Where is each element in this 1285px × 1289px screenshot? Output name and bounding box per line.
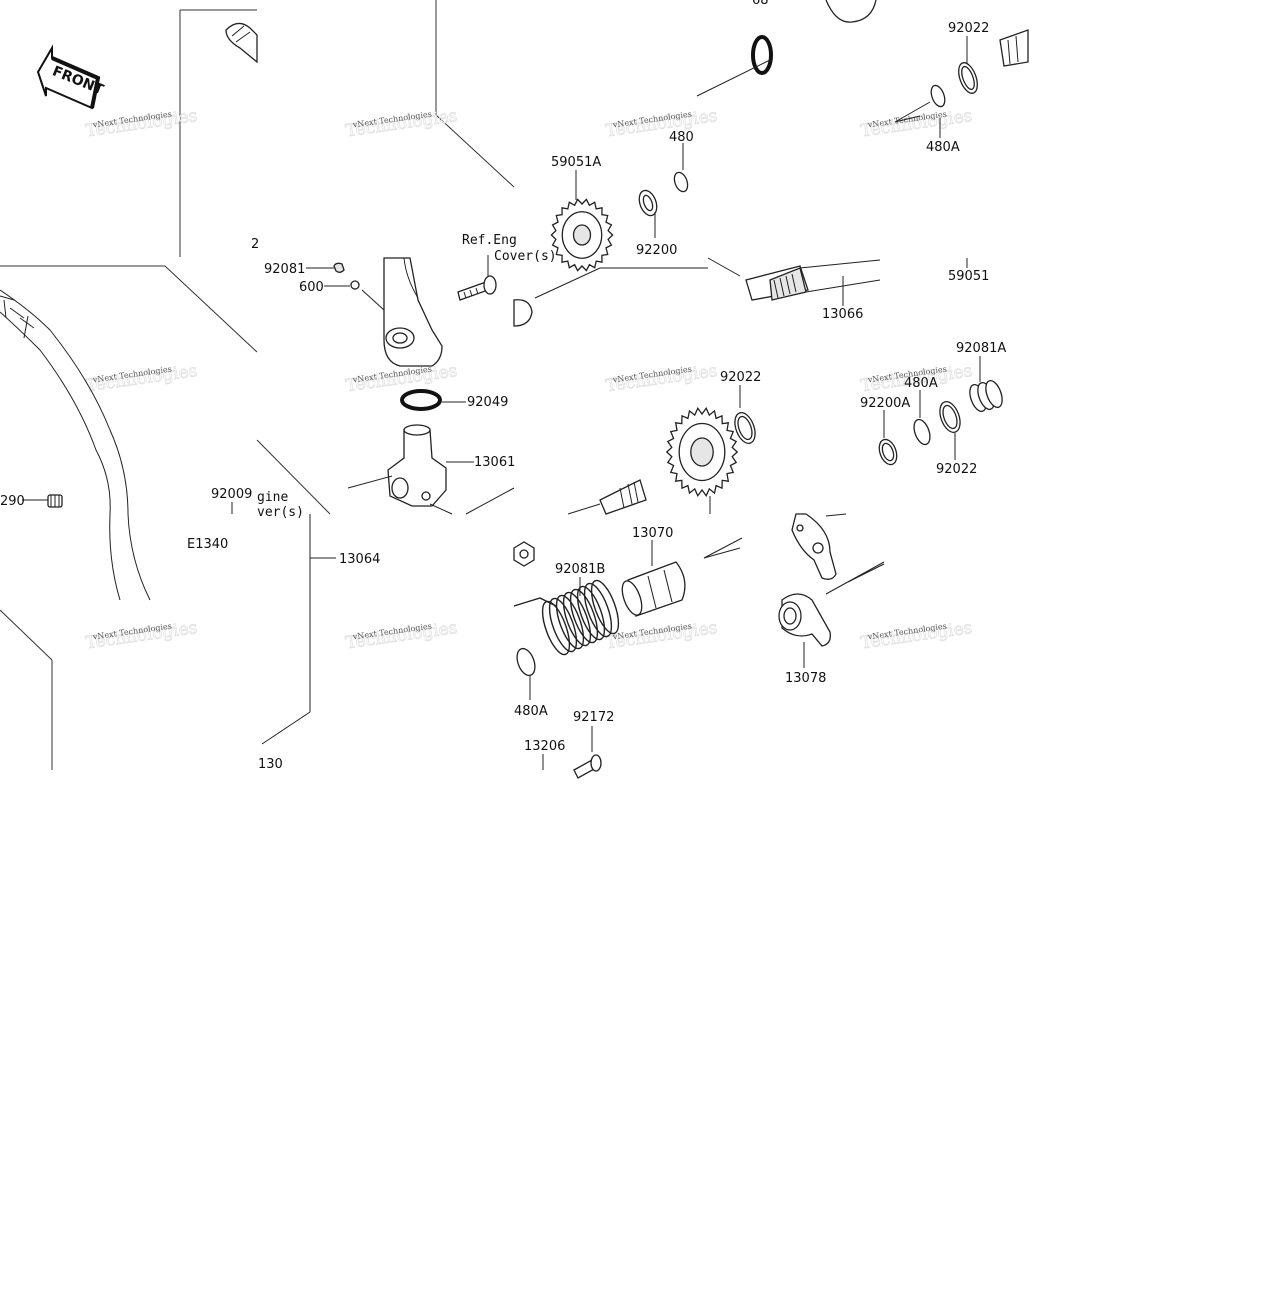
label-e1340: E1340: [187, 537, 228, 552]
label-290: 290: [0, 494, 25, 509]
label-13206: 13206: [524, 739, 565, 754]
label-480a-mid: 480A: [904, 376, 938, 391]
spring-coil: [583, 582, 613, 638]
front-direction-badge: FRONT: [36, 44, 106, 110]
nut-drawing: [513, 541, 535, 567]
washer-92200-drawing: [638, 189, 658, 217]
gear-59051a-drawing: [550, 198, 614, 272]
long-hose-drawing: [0, 289, 151, 601]
label-13066: 13066: [822, 307, 863, 322]
label-92081b: 92081B: [555, 562, 605, 577]
seal-top-drawing: [696, 35, 773, 97]
ref-engine-cover-line2: Cover(s): [494, 249, 557, 264]
label-92049: 92049: [467, 395, 508, 410]
label-92009: 92009: [211, 487, 252, 502]
ratchet-13078-drawing: [778, 513, 885, 647]
circlip-480a-mid-drawing: [913, 418, 931, 446]
spring-92081b-drawing: [513, 579, 620, 656]
label-59051a: 59051A: [551, 155, 601, 170]
label-92022-top: 92022: [948, 21, 989, 36]
label-92022-mid: 92022: [720, 370, 761, 385]
part-drawings: [0, 0, 1029, 779]
hose-top-left-drawing: [225, 22, 258, 64]
sleeve-13070-drawing: [621, 537, 743, 617]
shaft-13061-drawing: [387, 424, 447, 507]
ref-engine-left-line1: gine: [257, 490, 288, 505]
label-59051: 59051: [948, 269, 989, 284]
washer-92022-mid-drawing: [734, 412, 756, 444]
circlip-480a-top-drawing: [894, 84, 946, 123]
label-480: 480: [669, 130, 694, 145]
label-600: 600: [299, 280, 324, 295]
label-92081a: 92081A: [956, 341, 1006, 356]
label-92081: 92081: [264, 262, 305, 277]
gear-bore: [690, 437, 714, 467]
gear-middle-drawing: [665, 407, 739, 497]
shaft-stub-drawing: [513, 267, 708, 327]
bolt-92172-drawing: [573, 754, 602, 779]
leader-lines: [22, 36, 981, 770]
spring-coil: [590, 579, 620, 635]
spring-92081a-drawing: [969, 379, 1003, 413]
ref-engine-cover-line1: Ref.Eng: [462, 233, 517, 248]
part-labels: 92022 480 480A 59051A 92200 59051 13066 …: [0, 0, 1006, 772]
label-92172: 92172: [573, 710, 614, 725]
label-13061: 13061: [474, 455, 515, 470]
tile-frames: [0, 0, 515, 770]
spring-coil: [576, 585, 606, 641]
label-2: 2: [251, 237, 259, 252]
shaft-13066-drawing: [707, 257, 881, 301]
label-68: 68: [752, 0, 769, 8]
label-92200a: 92200A: [860, 396, 910, 411]
label-13078: 13078: [785, 671, 826, 686]
label-13064: 13064: [339, 552, 380, 567]
label-13070: 13070: [632, 526, 673, 541]
spring-coil: [569, 588, 599, 644]
label-480a-low: 480A: [514, 704, 548, 719]
top-right-gear-drawing: [825, 0, 1029, 67]
spring-coil: [548, 597, 578, 653]
seal-92049-drawing: [400, 389, 442, 411]
label-480a-top: 480A: [926, 140, 960, 155]
ref-engine-left-line2: ver(s): [257, 505, 304, 520]
splined-shaft-mid-drawing: [567, 479, 647, 515]
plug-290-drawing: [47, 494, 63, 508]
circlip-480-drawing: [673, 171, 689, 193]
circlip-480a-low-drawing: [516, 647, 536, 677]
spring-tail: [513, 597, 557, 607]
kick-pedal-boss-drawing: [333, 257, 443, 367]
spring-coil: [555, 594, 585, 650]
washer-92022-right-drawing: [939, 401, 961, 433]
bolt-drawing: [457, 275, 497, 301]
label-130: 130: [258, 757, 283, 772]
washer-92200a-drawing: [878, 438, 898, 466]
washer-92022-top-drawing: [958, 62, 978, 94]
gear-bore: [572, 224, 592, 246]
label-92022-right: 92022: [936, 462, 977, 477]
label-92200: 92200: [636, 243, 677, 258]
spring-coil: [562, 591, 592, 647]
